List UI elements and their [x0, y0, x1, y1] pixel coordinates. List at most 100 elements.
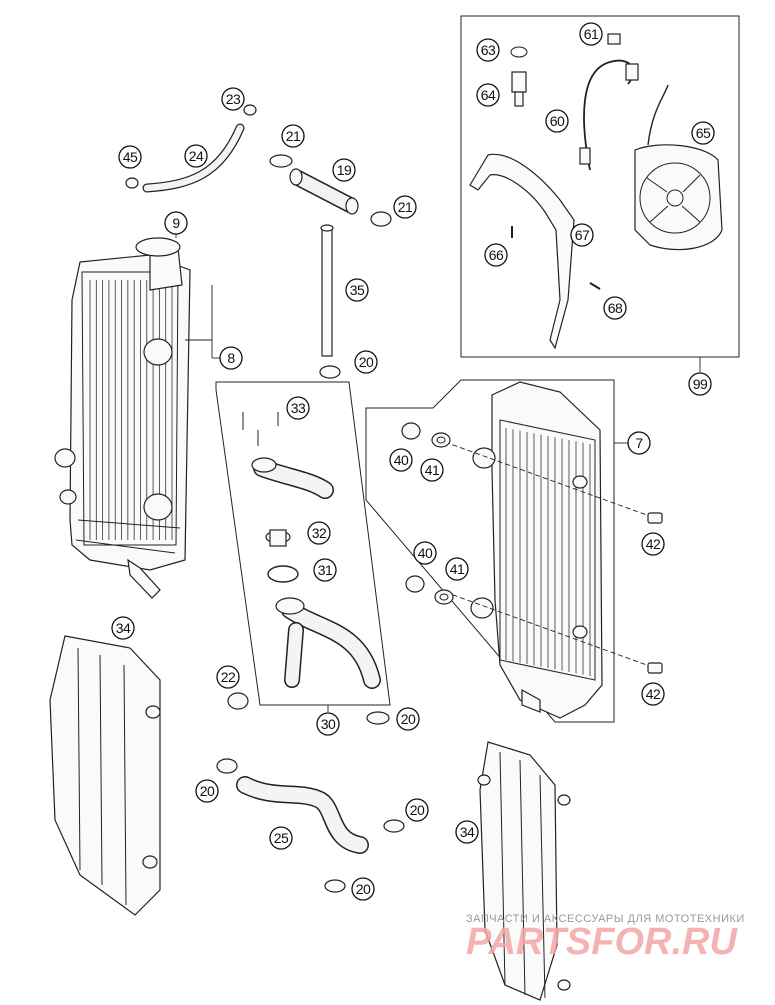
part-label-21-left: 21 — [281, 124, 305, 148]
part-label-63: 63 — [476, 38, 500, 62]
radiator-guard-left — [49, 635, 161, 916]
svg-text:41: 41 — [450, 561, 465, 577]
svg-text:35: 35 — [350, 282, 365, 298]
svg-text:19: 19 — [337, 162, 352, 178]
washer-lower — [434, 589, 454, 605]
part-label-20-hose-lower: 20 — [351, 877, 375, 901]
part-label-41-upper: 41 — [420, 458, 444, 482]
part-label-20-hose-right: 20 — [405, 798, 429, 822]
svg-text:34: 34 — [460, 824, 475, 840]
part-label-33: 33 — [286, 396, 310, 420]
pump-hose-30 — [275, 597, 381, 689]
o-ring — [267, 565, 299, 583]
part-label-68: 68 — [603, 296, 627, 320]
part-label-99: 99 — [688, 372, 712, 396]
svg-text:61: 61 — [584, 26, 599, 42]
fan-kit-frame — [460, 15, 740, 358]
svg-text:65: 65 — [696, 125, 711, 141]
temperature-switch-gasket — [510, 46, 528, 58]
svg-text:68: 68 — [608, 300, 623, 316]
cooling-fan — [634, 84, 723, 251]
svg-text:64: 64 — [481, 87, 496, 103]
thermostat-housing — [251, 457, 334, 499]
right-radiator — [470, 381, 603, 719]
part-label-7: 7 — [627, 431, 651, 455]
part-label-42-lower: 42 — [641, 682, 665, 706]
svg-text:20: 20 — [356, 881, 371, 897]
thermostat — [265, 529, 291, 547]
hose-clip-23 — [243, 104, 257, 116]
svg-text:23: 23 — [226, 91, 241, 107]
radiator-bolt-lower — [647, 662, 663, 674]
clamp-22 — [227, 692, 249, 710]
clamp-21-left — [269, 154, 293, 168]
clamp-20-hose-lower — [324, 879, 346, 893]
part-label-9: 9 — [164, 211, 188, 235]
radiator-guard-right — [477, 741, 571, 1001]
part-label-30: 30 — [316, 712, 340, 736]
svg-text:40: 40 — [418, 545, 433, 561]
part-label-34-right: 34 — [455, 820, 479, 844]
part-label-20-pump: 20 — [396, 707, 420, 731]
svg-text:60: 60 — [550, 113, 565, 129]
radiator-bolt-upper — [647, 512, 663, 524]
part-label-19: 19 — [332, 158, 356, 182]
fan-bracket — [469, 153, 575, 350]
part-label-67: 67 — [570, 223, 594, 247]
connector-pipe — [320, 224, 334, 357]
svg-text:31: 31 — [318, 562, 333, 578]
screws-33 — [242, 412, 279, 446]
overflow-hose — [142, 123, 245, 193]
watermark-brand: PARTSFOR.RU — [466, 921, 738, 963]
part-label-40-upper: 40 — [389, 448, 413, 472]
svg-text:67: 67 — [575, 227, 590, 243]
rubber-bushing-lower — [405, 575, 425, 593]
svg-text:21: 21 — [398, 199, 413, 215]
svg-text:7: 7 — [635, 435, 643, 451]
part-label-60: 60 — [545, 109, 569, 133]
svg-text:9: 9 — [172, 215, 180, 231]
svg-text:24: 24 — [189, 148, 204, 164]
part-label-40-lower: 40 — [413, 541, 437, 565]
svg-text:33: 33 — [291, 400, 306, 416]
svg-text:32: 32 — [312, 525, 327, 541]
clamp-20-hose-upper — [216, 758, 238, 774]
temperature-switch — [511, 71, 527, 107]
fan-wiring-harness — [579, 33, 639, 171]
svg-text:8: 8 — [227, 350, 235, 366]
svg-text:20: 20 — [200, 783, 215, 799]
part-label-20-pipe: 20 — [354, 350, 378, 374]
right-radiator-frame — [365, 379, 615, 723]
svg-text:99: 99 — [693, 376, 708, 392]
svg-text:20: 20 — [359, 354, 374, 370]
clamp-20-hose-right — [383, 819, 405, 833]
svg-text:41: 41 — [425, 462, 440, 478]
svg-text:22: 22 — [221, 669, 236, 685]
left-radiator — [54, 237, 191, 599]
part-label-42-upper: 42 — [641, 532, 665, 556]
part-label-31: 31 — [313, 558, 337, 582]
part-label-20-hose-upper: 20 — [195, 779, 219, 803]
fan-stud — [589, 282, 601, 290]
hose-clip-45 — [125, 177, 139, 189]
svg-text:45: 45 — [123, 149, 138, 165]
svg-text:20: 20 — [401, 711, 416, 727]
svg-text:66: 66 — [489, 247, 504, 263]
part-label-64: 64 — [476, 83, 500, 107]
rubber-bushing-upper — [401, 422, 421, 440]
part-label-32: 32 — [307, 521, 331, 545]
part-label-34-left: 34 — [111, 616, 135, 640]
part-label-61: 61 — [579, 22, 603, 46]
part-label-35: 35 — [345, 278, 369, 302]
part-label-65: 65 — [691, 121, 715, 145]
part-label-24: 24 — [184, 144, 208, 168]
svg-text:30: 30 — [321, 716, 336, 732]
clamp-21-right — [370, 211, 392, 227]
pump-group-frame — [215, 381, 391, 706]
svg-text:21: 21 — [286, 128, 301, 144]
part-label-22: 22 — [216, 665, 240, 689]
part-label-8: 8 — [219, 346, 243, 370]
clamp-20-pipe — [319, 365, 341, 379]
part-label-25: 25 — [269, 826, 293, 850]
part-label-66: 66 — [484, 243, 508, 267]
